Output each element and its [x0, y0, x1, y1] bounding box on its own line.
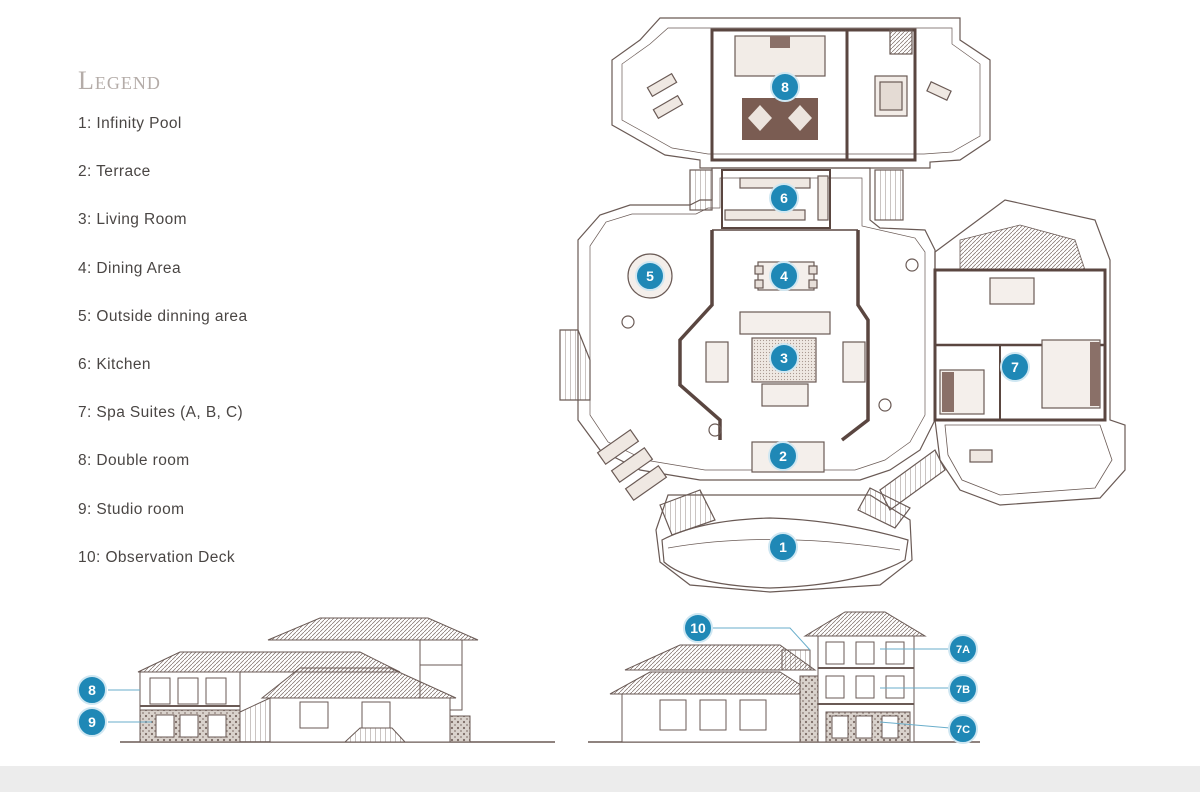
plan-markers: 1 2 3 4 5 6 7 8 [635, 72, 1030, 562]
elevation-marker-7b-label: 7B [956, 684, 970, 696]
elevation-marker-7a-label: 7A [956, 644, 970, 656]
legend-item-kitchen: 6: Kitchen [78, 355, 151, 373]
legend-item-spa-suites: 7: Spa Suites (A, B, C) [78, 404, 244, 422]
elevation-left [108, 617, 555, 743]
elevation-markers: 8 9 10 7A 7B 7C [77, 613, 978, 744]
legend: Legend 1: Infinity Pool 2: Terrace 3: Li… [78, 66, 398, 596]
spa-wing [879, 199, 1126, 511]
elevation-marker-8-label: 8 [88, 682, 96, 698]
double-room-wing [611, 17, 991, 221]
legend-item-infinity-pool: 1: Infinity Pool [78, 115, 182, 132]
marker-5-label: 5 [646, 268, 654, 284]
elevation-right [588, 611, 980, 743]
footer-band [0, 766, 1200, 792]
marker-8: 8 [770, 72, 800, 102]
elevation-marker-10: 10 [683, 613, 713, 643]
legend-title: Legend [78, 66, 161, 95]
marker-8-label: 8 [781, 79, 789, 95]
marker-3-label: 3 [780, 350, 788, 366]
marker-6-label: 6 [780, 190, 788, 206]
marker-3: 3 [769, 343, 799, 373]
legend-item-double-room: 8: Double room [78, 452, 190, 470]
marker-2: 2 [768, 441, 798, 471]
marker-1: 1 [768, 532, 798, 562]
marker-5: 5 [635, 261, 665, 291]
floor-plan [559, 17, 1126, 593]
elevation-marker-9: 9 [77, 707, 107, 737]
elevation-marker-7b: 7B [948, 674, 978, 704]
elevation-marker-7a: 7A [948, 634, 978, 664]
marker-4-label: 4 [780, 268, 788, 284]
marker-7: 7 [1000, 352, 1030, 382]
elevation-marker-10-label: 10 [690, 620, 706, 636]
legend-item-dining-area: 4: Dining Area [78, 259, 181, 277]
marker-2-label: 2 [779, 448, 787, 464]
elevation-marker-7c-label: 7C [956, 724, 970, 736]
marker-6: 6 [769, 183, 799, 213]
legend-list: 1: Infinity Pool 2: Terrace 3: Living Ro… [78, 114, 398, 596]
villa-drawing: 1 2 3 4 5 6 7 8 [77, 17, 1126, 744]
legend-item-studio-room: 9: Studio room [78, 500, 185, 518]
marker-7-label: 7 [1011, 359, 1019, 375]
legend-item-observation-deck: 10: Observation Deck [78, 548, 236, 566]
elevation-marker-9-label: 9 [88, 714, 96, 730]
legend-item-living-room: 3: Living Room [78, 211, 187, 229]
legend-item-terrace: 2: Terrace [78, 163, 151, 181]
marker-4: 4 [769, 261, 799, 291]
marker-1-label: 1 [779, 539, 787, 555]
elevation-marker-7c: 7C [948, 714, 978, 744]
elevation-marker-8: 8 [77, 675, 107, 705]
legend-item-outside-dining: 5: Outside dinning area [78, 307, 248, 325]
